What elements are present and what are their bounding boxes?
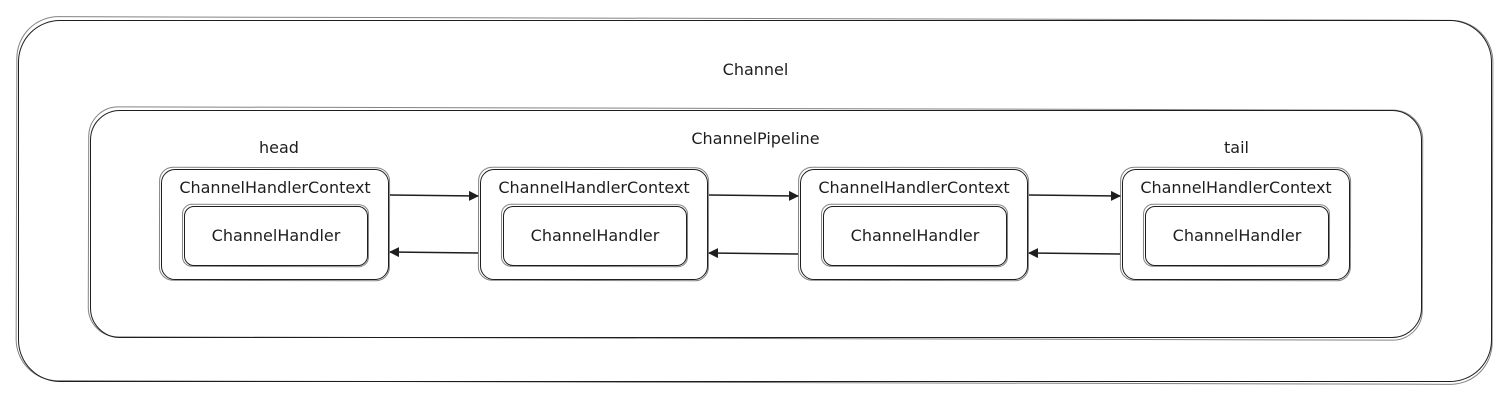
head-label: head (259, 138, 299, 157)
channel-handler-2: ChannelHandler (503, 206, 687, 266)
handler-context-3: ChannelHandlerContext ChannelHandler (800, 169, 1028, 280)
forward-arrow-1 (389, 190, 479, 201)
channel-handler-3: ChannelHandler (823, 206, 1007, 266)
channel-handler-1: ChannelHandler (184, 206, 368, 266)
handler-label: ChannelHandler (530, 226, 660, 245)
backward-arrow-2 (708, 248, 799, 259)
context-label: ChannelHandlerContext (818, 178, 1010, 197)
handler-label: ChannelHandler (1172, 226, 1302, 245)
channel-label: Channel (722, 60, 789, 79)
forward-arrow-2 (708, 190, 799, 201)
handler-label: ChannelHandler (850, 226, 980, 245)
backward-arrow-1 (389, 247, 479, 258)
tail-label: tail (1224, 138, 1249, 157)
handler-label: ChannelHandler (211, 226, 341, 245)
context-label: ChannelHandlerContext (1140, 178, 1332, 197)
handler-context-1: ChannelHandlerContext ChannelHandler (161, 169, 389, 280)
channel-container (18, 20, 1492, 382)
backward-arrow-3 (1028, 248, 1121, 259)
channel-handler-4: ChannelHandler (1145, 206, 1329, 266)
pipeline-label: ChannelPipeline (691, 129, 820, 148)
handler-context-2: ChannelHandlerContext ChannelHandler (480, 169, 708, 280)
context-label: ChannelHandlerContext (179, 178, 371, 197)
forward-arrow-3 (1028, 190, 1121, 201)
handler-context-4: ChannelHandlerContext ChannelHandler (1122, 169, 1350, 280)
pipeline-container (90, 110, 1422, 338)
context-label: ChannelHandlerContext (498, 178, 690, 197)
